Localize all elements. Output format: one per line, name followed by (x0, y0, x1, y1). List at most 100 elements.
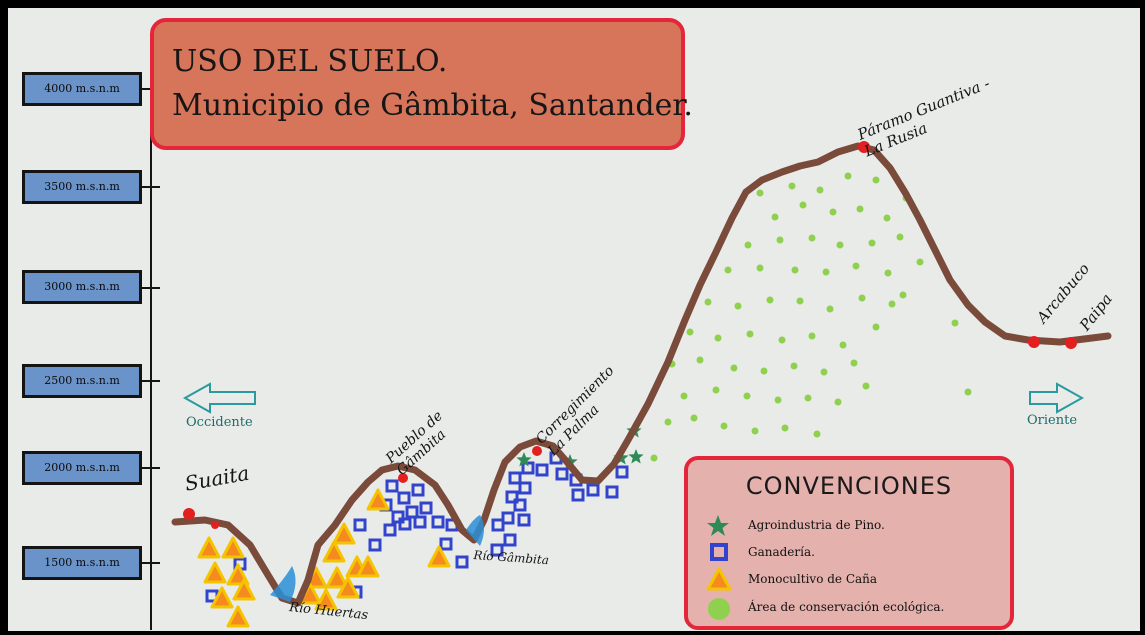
legend-title: CONVENCIONES (745, 472, 953, 500)
cane-triangle (336, 576, 360, 599)
conservation-dot (964, 388, 972, 396)
page-title: USO DEL SUELO. (172, 44, 448, 79)
cattle-square (391, 510, 405, 524)
pine-star (628, 449, 644, 464)
conservation-dot (829, 208, 837, 216)
conservation-dot (872, 176, 880, 184)
land-use-marks (197, 172, 972, 628)
river-huertas (270, 566, 296, 602)
conservation-dot (776, 236, 784, 244)
conservation-dot (813, 430, 821, 438)
conservation-dot (844, 172, 852, 180)
arrow-west-icon (182, 382, 256, 414)
conservation-dot (804, 394, 812, 402)
cattle-square (411, 483, 425, 497)
marker-pueblo (398, 473, 408, 483)
cattle-square (535, 463, 549, 477)
cane-triangle (226, 605, 250, 628)
cattle-square (383, 523, 397, 537)
square-icon (710, 543, 728, 561)
cattle-square (368, 538, 382, 552)
conservation-dot (884, 269, 892, 277)
cane-triangle (332, 522, 356, 545)
cattle-square (513, 498, 527, 512)
conservation-dot (826, 305, 834, 313)
conservation-dot (850, 359, 858, 367)
conservation-dot (696, 356, 704, 364)
cattle-square (586, 483, 600, 497)
conservation-dot (680, 392, 688, 400)
conservation-dot (781, 424, 789, 432)
marker-paramo (858, 141, 870, 153)
conservation-dot (664, 418, 672, 426)
conservation-dot (872, 323, 880, 331)
elevation-label-4000: 4000 m.s.n.m (22, 72, 142, 106)
cattle-square (398, 517, 412, 531)
legend-item-cane: Monocultivo de Caña (748, 572, 878, 586)
cane-triangle (197, 536, 221, 559)
conservation-dot (951, 319, 959, 327)
conservation-dot (774, 396, 782, 404)
conservation-dot (743, 392, 751, 400)
conservation-dot (778, 336, 786, 344)
elevation-label-3500: 3500 m.s.n.m (22, 170, 142, 204)
conservation-dot (808, 332, 816, 340)
direction-label-east: Oriente (1027, 413, 1078, 428)
cattle-square (405, 505, 419, 519)
conservation-dot (704, 298, 712, 306)
cane-triangle (203, 561, 227, 584)
conservation-dot (746, 330, 754, 338)
cattle-square (455, 555, 469, 569)
conservation-dot (816, 186, 824, 194)
conservation-dot (839, 341, 847, 349)
legend-box: CONVENCIONES Agroindustria de Pino. Gana… (684, 456, 1014, 630)
conservation-dot (714, 334, 722, 342)
cane-triangle (366, 488, 390, 511)
legend-item-pine: Agroindustria de Pino. (748, 518, 885, 532)
elevation-label-2500: 2500 m.s.n.m (22, 364, 142, 398)
direction-label-west: Occidente (186, 415, 253, 430)
cattle-square (571, 488, 585, 502)
conservation-dot (822, 268, 830, 276)
river-gambita (466, 515, 484, 546)
star-icon (707, 515, 729, 536)
page-subtitle: Municipio de Gâmbita, Santander. (172, 88, 693, 123)
cane-triangle (325, 566, 349, 589)
cattle-square (439, 537, 453, 551)
cattle-square (491, 518, 505, 532)
conservation-dot (888, 300, 896, 308)
conservation-dot (916, 258, 924, 266)
cattle-square (508, 471, 522, 485)
conservation-dot (686, 328, 694, 336)
location-markers (183, 141, 1077, 529)
cattle-square (555, 467, 569, 481)
cattle-square (605, 485, 619, 499)
cane-triangle (221, 536, 245, 559)
conservation-dot (724, 266, 732, 274)
conservation-dot (834, 398, 842, 406)
conservation-dot (650, 454, 658, 462)
conservation-dot (858, 294, 866, 302)
conservation-dot (720, 422, 728, 430)
conservation-dot (868, 239, 876, 247)
marker-suaita-2 (211, 521, 219, 529)
conservation-dot (899, 291, 907, 299)
marker-paipa (1065, 337, 1077, 349)
cattle-square (505, 490, 519, 504)
conservation-dot (712, 386, 720, 394)
cattle-square (419, 501, 433, 515)
conservation-dot (734, 302, 742, 310)
legend-item-cattle: Ganadería. (748, 545, 815, 559)
conservation-dot (790, 362, 798, 370)
conservation-dot (791, 266, 799, 274)
conservation-dot (883, 214, 891, 222)
cattle-square (615, 465, 629, 479)
legend-item-conservation: Área de conservación ecológica. (748, 600, 945, 614)
cane-triangle (356, 555, 380, 578)
cattle-square (501, 511, 515, 525)
conservation-dot (852, 262, 860, 270)
cattle-square (397, 491, 411, 505)
elevation-label-2000: 2000 m.s.n.m (22, 451, 142, 485)
conservation-dot (730, 364, 738, 372)
title-box: USO DEL SUELO. Municipio de Gâmbita, San… (150, 18, 693, 150)
